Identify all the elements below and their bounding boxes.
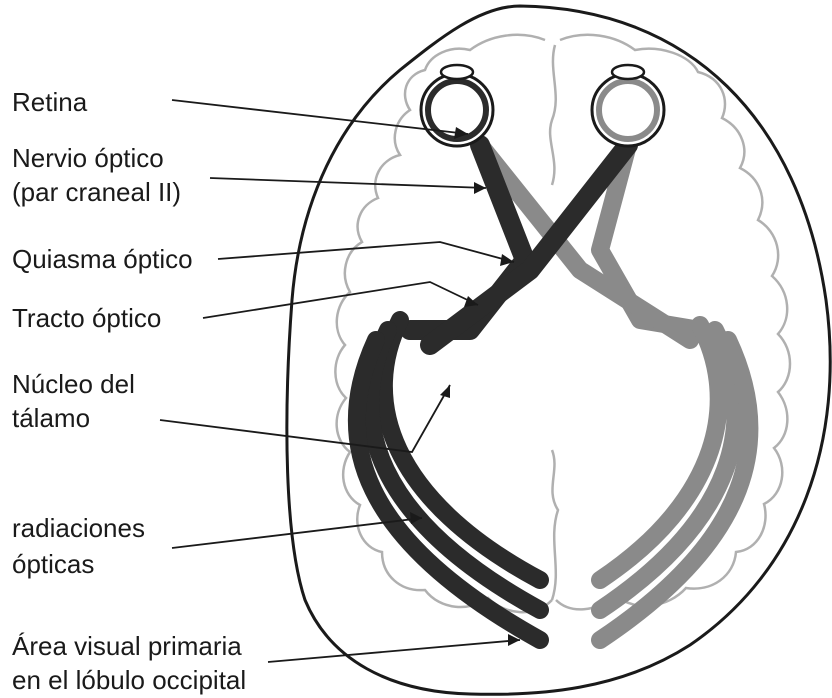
leader-thalamus <box>160 385 450 452</box>
arrow-thalamus <box>440 385 450 398</box>
leader-radiations <box>172 518 422 548</box>
label-optic-nerve-sub: (par craneal II) <box>12 176 181 208</box>
longitudinal-fissure <box>550 45 558 600</box>
left-pathway <box>357 145 628 640</box>
label-chiasm: Quiasma óptico <box>12 243 193 275</box>
leader-chiasm <box>218 242 514 262</box>
label-thalamus: Núcleo del <box>12 368 135 400</box>
leader-tract <box>203 282 478 318</box>
right-eye <box>592 65 664 146</box>
leader-optic-nerve <box>210 178 486 188</box>
label-tract: Tracto óptico <box>12 302 161 334</box>
label-retina: Retina <box>12 86 87 118</box>
leader-visual-area <box>268 640 520 662</box>
label-optic-nerve: Nervio óptico <box>12 142 164 174</box>
label-radiations-sub: ópticas <box>12 548 94 580</box>
arrow-optic-nerve <box>474 182 486 194</box>
label-radiations: radiaciones <box>12 512 145 544</box>
label-thalamus-sub: tálamo <box>12 402 90 434</box>
label-visual-area-sub: en el lóbulo occipital <box>12 664 246 696</box>
label-visual-area: Área visual primaria <box>12 630 242 662</box>
leader-lines <box>160 100 520 662</box>
